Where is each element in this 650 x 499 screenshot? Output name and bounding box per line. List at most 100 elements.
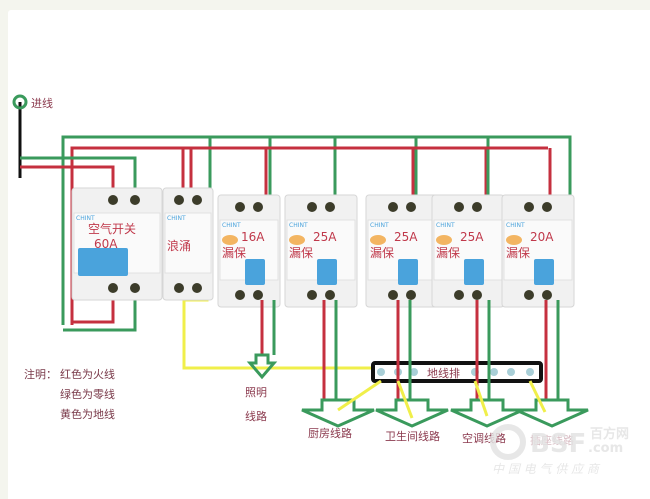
terminal-screw-icon xyxy=(192,195,202,205)
ground-wire xyxy=(528,380,547,413)
watermark-domain: .com xyxy=(588,441,623,456)
neutral-bus xyxy=(61,135,572,325)
toggle-switch[interactable] xyxy=(78,248,128,276)
terminal-screw-icon xyxy=(454,290,464,300)
breaker-name: 漏保 xyxy=(436,246,460,260)
breaker-name: 漏保 xyxy=(222,246,246,260)
watermark-brand: 百方网 xyxy=(590,426,629,442)
terminal-screw-icon xyxy=(130,195,140,205)
brand-label: CHINT xyxy=(167,215,186,222)
watermark-logo-icon xyxy=(490,424,526,460)
toggle-switch[interactable] xyxy=(534,259,554,285)
legend-prefix: 注明： xyxy=(24,367,57,381)
breaker-row: CHINT空气开关60ACHINT浪涌CHINT漏保16ACHINT漏保25AC… xyxy=(71,187,575,308)
breaker-rating: 20A xyxy=(530,230,554,244)
toggle-switch[interactable] xyxy=(317,259,337,285)
breaker-rcbo-lighting: CHINT 漏保 16A xyxy=(217,194,281,308)
brand-label: CHINT xyxy=(76,215,95,222)
output-label: 厨房线路 xyxy=(308,426,352,440)
output-circuit: 插座线路 xyxy=(515,300,589,447)
breaker-name: 漏保 xyxy=(506,246,530,260)
terminal-screw-icon xyxy=(542,202,552,212)
breaker-rating: 16A xyxy=(241,230,265,244)
breaker-face xyxy=(164,212,212,274)
terminal-screw-icon xyxy=(307,290,317,300)
terminal-screw-icon xyxy=(174,195,184,205)
ground-terminal xyxy=(526,368,534,376)
test-button-icon[interactable] xyxy=(289,235,305,245)
ground-bar-frame xyxy=(371,361,543,383)
main-neutral-in xyxy=(24,156,137,190)
legend-item-ground: 黄色为地线 xyxy=(60,407,115,421)
output-circuit: 厨房线路 xyxy=(301,300,375,440)
breaker-name: 浪涌 xyxy=(167,238,191,253)
test-button-icon[interactable] xyxy=(436,235,452,245)
outputs: 照明线路厨房线路卫生间线路空调线路插座线路 xyxy=(245,300,589,447)
breaker-name: 漏保 xyxy=(289,246,313,260)
ground-terminal xyxy=(507,368,515,376)
brand-label: CHINT xyxy=(289,222,308,229)
test-button-icon[interactable] xyxy=(222,235,238,245)
terminal-screw-icon xyxy=(108,283,118,293)
watermark-logo-text: BSF xyxy=(530,429,586,459)
brand-label: CHINT xyxy=(506,222,525,229)
test-button-icon[interactable] xyxy=(370,235,386,245)
main-neutral-out xyxy=(63,290,137,332)
terminal-screw-icon xyxy=(406,290,416,300)
breaker-name: 漏保 xyxy=(370,246,394,260)
terminal-screw-icon xyxy=(130,283,140,293)
output-arrow-icon xyxy=(450,398,524,428)
terminal-screw-icon xyxy=(192,283,202,293)
ground-wire xyxy=(473,380,489,417)
terminal-screw-icon xyxy=(307,202,317,212)
brand-label: CHINT xyxy=(222,222,241,229)
terminal-screw-icon xyxy=(524,290,534,300)
watermark: BSF 百方网 .com 中 国 电 气 供 应 商 xyxy=(490,424,629,476)
legend-item-live: 红色为火线 xyxy=(60,367,115,381)
ground-bar: 地线排 xyxy=(371,361,543,383)
output-label: 照明 xyxy=(245,386,267,399)
legend-item-neutral: 绿色为零线 xyxy=(60,387,115,401)
terminal-screw-icon xyxy=(388,290,398,300)
toggle-switch[interactable] xyxy=(464,259,484,285)
breaker-rating: 25A xyxy=(460,230,484,244)
main-live-in xyxy=(24,165,115,190)
terminal-screw-icon xyxy=(406,202,416,212)
output-label-line2: 线路 xyxy=(245,409,267,423)
terminal-screw-icon xyxy=(253,290,263,300)
toggle-switch[interactable] xyxy=(398,259,418,285)
terminal-screw-icon xyxy=(542,290,552,300)
terminal-screw-icon xyxy=(472,290,482,300)
brand-label: CHINT xyxy=(436,222,455,229)
toggle-switch[interactable] xyxy=(245,259,265,285)
legend: 注明： 红色为火线 绿色为零线 黄色为地线 xyxy=(24,367,115,421)
output-arrow-icon xyxy=(246,353,278,380)
wiring-diagram: 进线 CHINT空气开关60ACHINT浪涌CHINT漏保16ACHINT漏保2… xyxy=(12,94,629,476)
output-arrow-icon xyxy=(515,398,589,428)
test-button-icon[interactable] xyxy=(506,235,522,245)
breaker-spd: CHINT 浪涌 xyxy=(162,187,214,301)
ground-terminal xyxy=(410,368,418,376)
terminal-screw-icon xyxy=(235,202,245,212)
breaker-rating: 25A xyxy=(313,230,337,244)
brand-label: CHINT xyxy=(370,222,389,229)
spd-ground xyxy=(182,290,372,370)
inlet-terminal-icon xyxy=(12,94,28,110)
breaker-rating: 60A xyxy=(94,237,118,251)
output-label: 卫生间线路 xyxy=(385,429,440,443)
ground-wire xyxy=(396,380,414,419)
inlet-label: 进线 xyxy=(31,96,53,110)
breaker-face xyxy=(433,219,503,281)
output-label: 插座线路 xyxy=(530,433,574,447)
terminal-screw-icon xyxy=(472,202,482,212)
output-arrow-icon xyxy=(301,398,375,428)
terminal-screw-icon xyxy=(325,290,335,300)
ground-bar-label: 地线排 xyxy=(427,366,460,380)
terminal-screw-icon xyxy=(524,202,534,212)
breaker-rating: 25A xyxy=(394,230,418,244)
